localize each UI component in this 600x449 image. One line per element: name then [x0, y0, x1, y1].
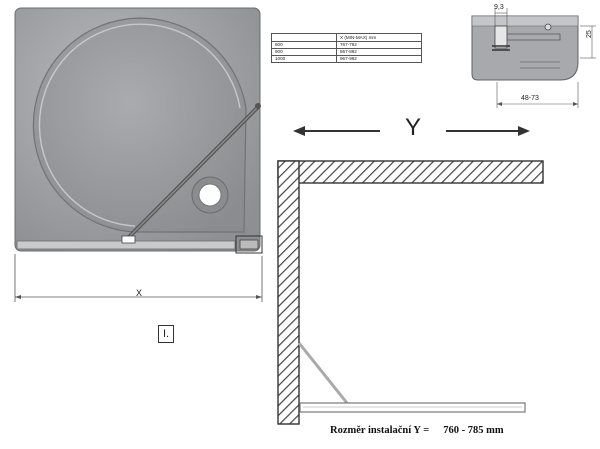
wall-profile-detail [235, 235, 263, 254]
wall-elevation [277, 160, 544, 425]
shower-tray-plan [14, 7, 263, 254]
table-cell: 900 [271, 48, 337, 56]
profile-channel [507, 33, 561, 41]
drain-icon [198, 183, 222, 207]
wall-profile-inner [239, 239, 259, 250]
wall-top-hatched [277, 160, 544, 184]
open-door-panel [297, 342, 349, 404]
install-dimension: Rozměr instalační Y = 760 - 785 mm [330, 425, 504, 436]
profile-detail [471, 15, 579, 81]
tray-basin-inner-rim [38, 23, 241, 227]
table-row: 900 867-892 [271, 48, 422, 56]
table-row: 1000 967-992 [271, 55, 422, 63]
detail-dim-top: 9,3 [494, 4, 504, 11]
wall-left-hatched [277, 160, 300, 425]
install-label: Rozměr instalační Y = [330, 425, 430, 436]
table-row: 800 767-792 [271, 41, 422, 49]
dimension-y-arrows [293, 126, 530, 136]
wall-corner-fill [279, 162, 298, 182]
profile-clip [494, 25, 508, 49]
install-value: 760 - 785 mm [443, 425, 504, 436]
door-handle [121, 235, 136, 244]
table-header-row: X (MIN-MAX) mm [271, 33, 422, 42]
table-header-cell [271, 33, 337, 42]
table-cell: 767-792 [336, 41, 422, 49]
door-panel-highlight [127, 105, 260, 239]
size-table: X (MIN-MAX) mm 800 767-792 900 867-892 1… [271, 33, 422, 63]
detail-dim-side: 25 [586, 30, 593, 38]
table-header-cell: X (MIN-MAX) mm [336, 33, 422, 42]
detail-dim-bottom: 48-73 [521, 95, 539, 102]
table-cell: 867-892 [336, 48, 422, 56]
detail-dimensions [494, 8, 596, 108]
dimension-y-label: Y [405, 114, 422, 141]
table-cell: 967-992 [336, 55, 422, 63]
screw-icon [544, 23, 552, 31]
dimension-x [14, 254, 263, 302]
table-cell: 800 [271, 41, 337, 49]
view-marker: I. [158, 325, 174, 343]
door-hinge-top [255, 103, 261, 109]
table-cell: 1000 [271, 55, 337, 63]
profile-top-strip [471, 15, 579, 27]
dimension-x-label: X [136, 288, 143, 298]
tray-basin [32, 17, 247, 233]
